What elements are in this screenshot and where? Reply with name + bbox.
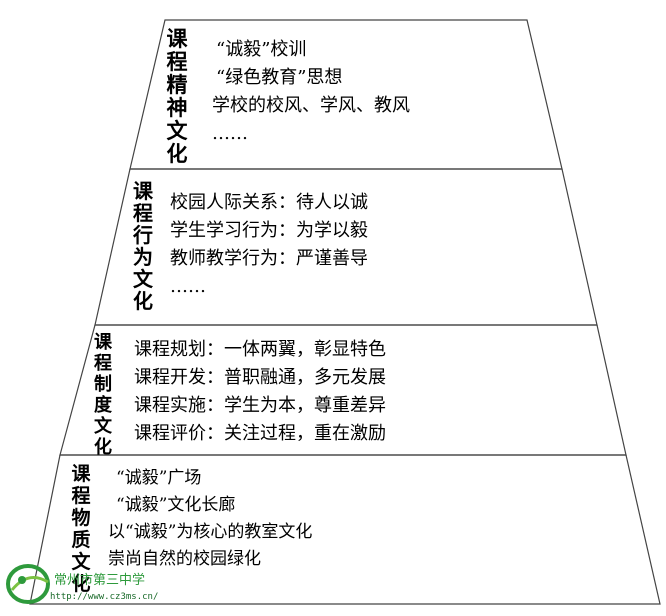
watermark-url: http://www.cz3ms.cn/ <box>50 592 159 602</box>
layer-1-item: “绿色教育”思想 <box>216 67 343 88</box>
layer-3-title: 课程制度文化 <box>94 332 112 458</box>
layer-3-item: 课程开发：普职融通，多元发展 <box>134 367 386 388</box>
layer-4-item: 以“诚毅”为核心的教室文化 <box>108 522 313 542</box>
layer-3-items: 课程规划：一体两翼，彰显特色 课程开发：普职融通，多元发展 课程实施：学生为本，… <box>134 336 386 448</box>
layer-4-item: “诚毅”广场 <box>116 468 202 488</box>
layer-2-item: 学生学习行为：为学以毅 <box>170 220 368 241</box>
layer-1-title: 课程精神文化 <box>166 27 188 166</box>
pyramid-outline <box>29 19 661 605</box>
layer-2-item: 校园人际关系：待人以诚 <box>170 192 368 213</box>
layer-3-item: 课程规划：一体两翼，彰显特色 <box>134 339 386 360</box>
pyramid-layer-4-shape <box>29 454 661 605</box>
layer-1-item: …… <box>212 123 248 144</box>
layer-4-title: 课程物质文化 <box>71 463 91 595</box>
layer-4-item: “诚毅”文化长廊 <box>116 495 236 515</box>
layer-1-items: “诚毅”校训 “绿色教育”思想 学校的校风、学风、教风 …… <box>212 36 410 148</box>
layer-4-items: “诚毅”广场 “诚毅”文化长廊 以“诚毅”为核心的教室文化 崇尚自然的校园绿化 <box>108 465 312 573</box>
layer-2-item: 教师教学行为：严谨善导 <box>170 248 368 269</box>
layer-3-item: 课程实施：学生为本，尊重差异 <box>134 395 386 416</box>
layer-1-item: “诚毅”校训 <box>216 39 307 60</box>
layer-1-item: 学校的校风、学风、教风 <box>212 95 410 116</box>
layer-4-item: 崇尚自然的校园绿化 <box>108 549 261 569</box>
school-logo-icon <box>6 564 50 604</box>
layer-2-title: 课程行为文化 <box>133 179 153 313</box>
layer-3-item: 课程评价：关注过程，重在激励 <box>134 423 386 444</box>
watermark-text: 常州市第三中学 <box>54 573 146 588</box>
layer-2-item: …… <box>170 276 206 297</box>
layer-2-items: 校园人际关系：待人以诚 学生学习行为：为学以毅 教师教学行为：严谨善导 …… <box>170 189 368 301</box>
